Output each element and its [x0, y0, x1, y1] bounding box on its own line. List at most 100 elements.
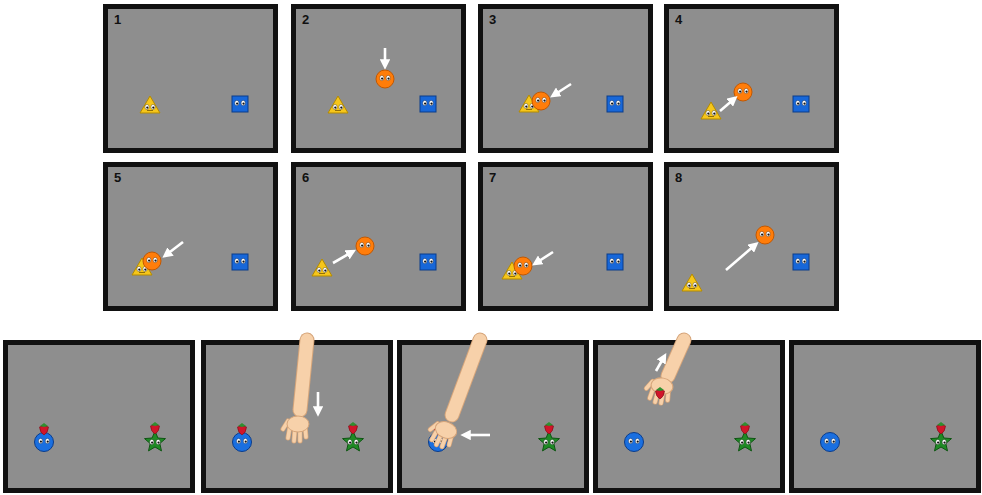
square-character: [793, 254, 809, 270]
eye-pupil: [739, 91, 741, 93]
square-character: [607, 254, 623, 270]
strawberry-leaf: [238, 423, 246, 427]
motion-arrow: [166, 242, 183, 255]
eye-pupil: [525, 106, 527, 108]
eye-white: [235, 100, 239, 105]
eye-pupil: [803, 103, 805, 105]
circle-character: [532, 92, 550, 110]
eye-white: [323, 267, 327, 272]
eye-white: [429, 258, 433, 263]
eye-white: [687, 282, 691, 287]
eye-pupil: [797, 261, 799, 263]
eye-white: [243, 438, 247, 443]
strawberry-leaf: [151, 422, 159, 426]
star-character: [145, 431, 166, 451]
eye-white: [39, 438, 43, 443]
strawberry: [238, 426, 247, 436]
eye-white: [825, 438, 829, 443]
eye-pupil: [242, 261, 244, 263]
eye-pupil: [803, 261, 805, 263]
hand: [426, 417, 459, 449]
eye-pupil: [349, 442, 351, 444]
finger: [288, 426, 290, 438]
eye-pupil: [688, 285, 690, 287]
eye-white: [45, 438, 49, 443]
eye-pupil: [238, 441, 240, 443]
star-character: [539, 431, 560, 451]
eye-white: [137, 266, 141, 271]
circle-character: [356, 237, 374, 255]
eye-white: [366, 242, 370, 247]
eye-white: [518, 262, 522, 267]
eye-pupil: [430, 261, 432, 263]
finger: [448, 434, 453, 445]
eye-pupil: [741, 442, 743, 444]
eye-white: [635, 438, 639, 443]
eye-pupil: [324, 270, 326, 272]
eye-white: [744, 88, 748, 93]
square-character: [607, 96, 623, 112]
eye-pupil: [747, 442, 749, 444]
mouth: [335, 110, 341, 111]
triangle-character: [502, 262, 522, 279]
eye-white: [147, 257, 151, 262]
circle-character: [143, 252, 161, 270]
eye-pupil: [745, 91, 747, 93]
eye-white: [802, 258, 806, 263]
triangle-character: [328, 96, 348, 113]
motion-arrow: [465, 434, 490, 437]
frame-panel: [204, 343, 391, 491]
finger: [283, 421, 288, 429]
square-character: [420, 254, 436, 270]
strawberry-leaf: [40, 423, 48, 427]
palm: [287, 416, 309, 432]
eye-white: [386, 75, 390, 80]
panel-number: 7: [489, 170, 496, 185]
square-character: [232, 254, 248, 270]
eye-pupil: [157, 442, 159, 444]
frame-panel: 7: [478, 162, 653, 311]
eye-white: [423, 100, 427, 105]
frame-panel: 4: [664, 4, 839, 153]
finger-outline: [298, 428, 303, 441]
eye-pupil: [381, 78, 383, 80]
frame-panel: 1: [103, 4, 278, 153]
mouth: [509, 276, 515, 277]
eye-pupil: [797, 103, 799, 105]
strawberry: [741, 425, 750, 435]
eye-white: [333, 104, 337, 109]
motion-arrow: [317, 392, 320, 412]
triangle-character: [519, 95, 539, 112]
eye-pupil: [146, 107, 148, 109]
frame-panel: 3: [478, 4, 653, 153]
eye-white: [629, 438, 633, 443]
circle-character: [233, 433, 252, 452]
triangle-character: [701, 102, 721, 119]
eye-pupil: [611, 103, 613, 105]
triangle-character: [140, 96, 160, 113]
panel-number: 1: [114, 12, 121, 27]
finger: [655, 389, 658, 402]
eye-white: [151, 104, 155, 109]
finger-outline: [436, 432, 441, 445]
eye-white: [712, 110, 716, 115]
eye-white: [616, 258, 620, 263]
eye-white: [380, 75, 384, 80]
circle-character: [734, 83, 752, 101]
palm: [433, 419, 459, 442]
finger-outline: [294, 428, 295, 441]
circle-character: [376, 70, 394, 88]
motion-arrow: [554, 84, 571, 95]
eye-pupil: [430, 103, 432, 105]
strawberry-leaf: [937, 422, 945, 426]
eye-white: [513, 270, 517, 275]
eye-pupil: [761, 234, 763, 236]
eye-white: [936, 439, 940, 444]
eye-white: [550, 439, 554, 444]
eye-pupil: [943, 442, 945, 444]
eye-white: [524, 103, 528, 108]
motion-arrow: [720, 99, 734, 111]
finger: [667, 389, 670, 400]
mouth: [319, 273, 325, 274]
arm-outline: [668, 340, 684, 376]
